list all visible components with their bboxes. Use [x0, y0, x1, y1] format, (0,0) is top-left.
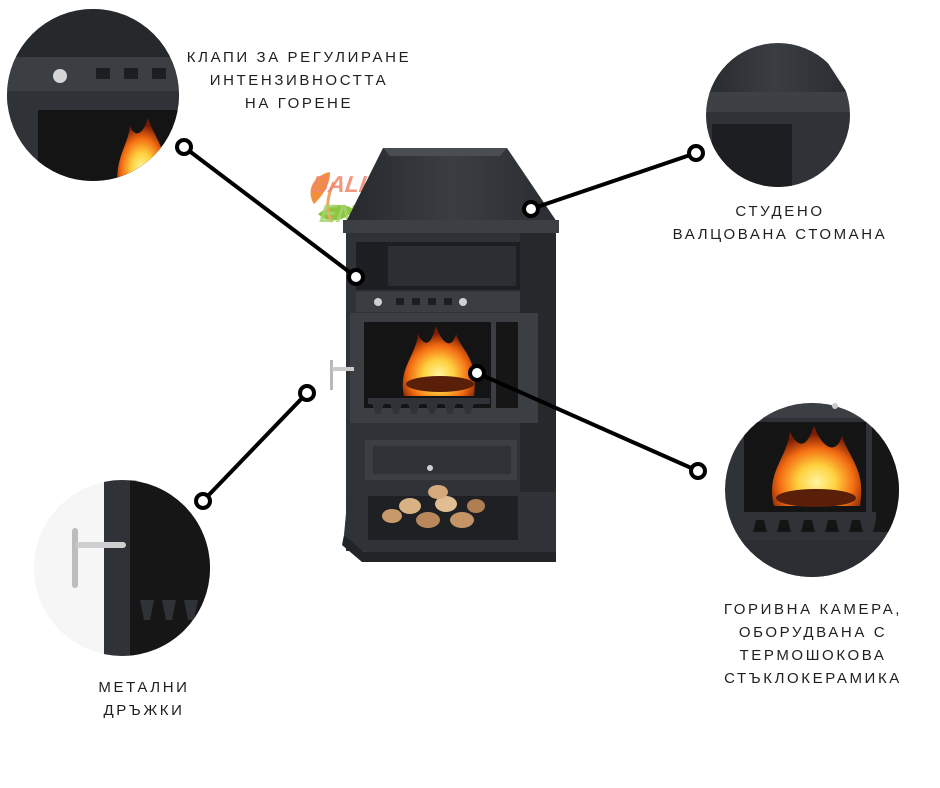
detail-circle-handles — [34, 480, 210, 656]
callout-label-line: ДРЪЖКИ — [103, 702, 185, 719]
callout-label-line: КЛАПИ ЗА РЕГУЛИРАНЕ — [186, 49, 412, 66]
callout-dot-icon — [689, 462, 707, 480]
callout-line-handles — [201, 391, 309, 503]
damper-strip — [356, 292, 520, 312]
damper-knob-left-icon — [374, 298, 382, 306]
callout-label-line: ВАЛЦОВАНА СТОМАНА — [672, 226, 888, 243]
callout-label-handles: МЕТАЛНИ ДРЪЖКИ — [76, 676, 212, 722]
callout-dot-icon — [347, 268, 365, 286]
callout-label-line: НА ГОРЕНЕ — [244, 95, 354, 112]
callout-line-chamber — [476, 371, 699, 473]
fireplace-stove — [330, 148, 559, 562]
callout-label-steel: СТУДЕНО ВАЛЦОВАНА СТОМАНА — [660, 200, 900, 246]
callout-label-line: ОБОРУДВАНА С — [738, 624, 888, 641]
callout-label-line: ГОРИВНА КАМЕРА, — [723, 601, 903, 618]
callout-label-chamber: ГОРИВНА КАМЕРА, ОБОРУДВАНА С ТЕРМОШОКОВА… — [700, 598, 926, 690]
callout-line-dampers — [182, 145, 358, 279]
callout-dot-icon — [298, 384, 316, 402]
callout-dot-icon — [468, 364, 486, 382]
callout-dot-icon — [687, 144, 705, 162]
callout-label-line: СТЪКЛОКЕРАМИКА — [724, 670, 902, 687]
callout-dot-icon — [194, 492, 212, 510]
callout-label-dampers: КЛАПИ ЗА РЕГУЛИРАНЕ ИНТЕНЗИВНОСТТА НА ГО… — [168, 46, 430, 115]
detail-circle-dampers — [7, 9, 179, 181]
callout-dots — [175, 138, 707, 510]
door-handle-icon — [330, 360, 333, 390]
detail-circle-chamber — [725, 403, 899, 577]
stove-hood — [346, 148, 557, 222]
damper-knob-right-icon — [459, 298, 467, 306]
callout-label-line: ТЕРМОШОКОВА — [739, 647, 887, 664]
hood-rim — [343, 220, 559, 233]
detail-circle-steel — [706, 43, 850, 187]
callout-dot-icon — [175, 138, 193, 156]
firewood-icon — [382, 485, 485, 528]
callout-dot-icon — [522, 200, 540, 218]
callout-line-steel — [530, 151, 697, 211]
callout-label-line: СТУДЕНО — [735, 203, 825, 220]
callout-lines — [182, 145, 699, 503]
callout-label-line: МЕТАЛНИ — [98, 679, 190, 696]
drawer-knob-icon — [427, 465, 433, 471]
logo-leaf-orange-icon — [310, 172, 330, 204]
callout-label-line: ИНТЕНЗИВНОСТТА — [209, 72, 389, 89]
